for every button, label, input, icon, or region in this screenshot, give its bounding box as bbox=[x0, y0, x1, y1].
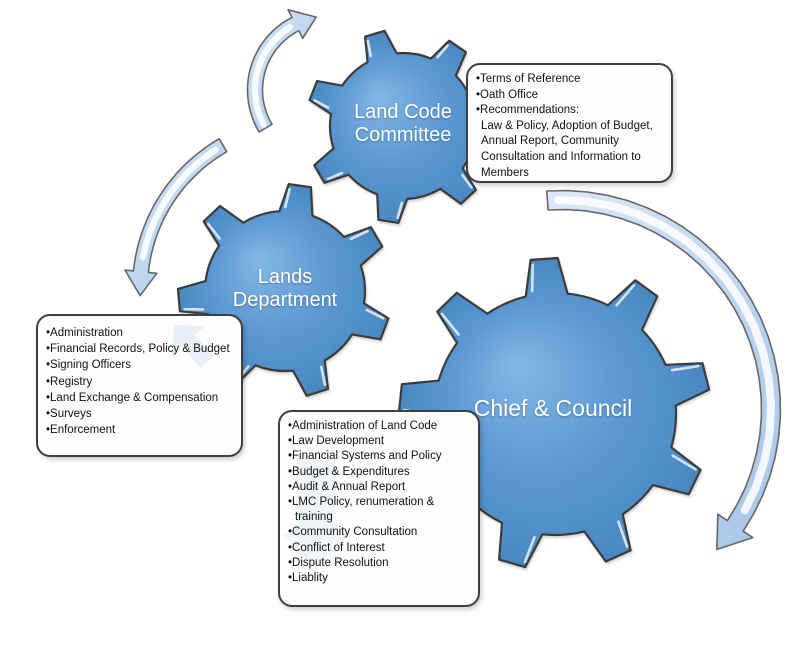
rotation-arrow-top-shape bbox=[246, 9, 317, 133]
gear-label-land-code-committee: Land Code Committee bbox=[354, 101, 452, 147]
callout-item: Oath Office bbox=[476, 88, 663, 104]
rotation-arrow-left bbox=[124, 137, 228, 297]
callout-item: Administration bbox=[46, 325, 233, 341]
callout-item: Recommendations: bbox=[476, 103, 663, 119]
callout-item: Liablity bbox=[288, 571, 470, 586]
callout-detail: Law & Policy, Adoption of Budget, Annual… bbox=[481, 119, 653, 179]
callout-item: Financial Systems and Policy bbox=[288, 449, 470, 464]
callout-item: Registry bbox=[46, 374, 233, 390]
rotation-arrow-left-shape bbox=[124, 137, 228, 297]
callout-item: Budget & Expenditures bbox=[288, 465, 470, 480]
rotation-arrow-top bbox=[246, 9, 317, 133]
callout-chief-council: Administration of Land Code Law Developm… bbox=[278, 410, 480, 607]
gear-land-code-committee bbox=[308, 29, 501, 224]
callout-item: LMC Policy, renumeration & training bbox=[288, 495, 470, 525]
callout-item: Terms of Reference bbox=[476, 72, 663, 88]
rotation-arrow-left-gloss bbox=[139, 146, 219, 261]
rotation-arrow-right bbox=[546, 189, 782, 551]
callout-item: Surveys bbox=[46, 406, 233, 422]
callout-item: Administration of Land Code bbox=[288, 419, 470, 434]
callout-item: Audit & Annual Report bbox=[288, 480, 470, 495]
callout-item: Community Consultation bbox=[288, 525, 470, 540]
gear-label-lands-department: Lands Department bbox=[232, 266, 338, 312]
gear-label-chief-council: Chief & Council bbox=[473, 395, 633, 421]
rotation-arrow-right-gloss bbox=[554, 196, 776, 515]
callout-item: Enforcement bbox=[46, 422, 233, 438]
callout-land-code-committee: Terms of Reference Oath Office Recommend… bbox=[466, 63, 673, 183]
callout-lands-department: Administration Financial Records, Policy… bbox=[36, 314, 243, 457]
rotation-arrow-top-gloss bbox=[251, 24, 293, 128]
callout-item: Financial Records, Policy & Budget bbox=[46, 341, 233, 357]
callout-item: Dispute Resolution bbox=[288, 556, 470, 571]
callout-item: Signing Officers bbox=[46, 357, 233, 373]
callout-item: Land Exchange & Compensation bbox=[46, 390, 233, 406]
gear-land-code-committee-shape bbox=[308, 29, 501, 224]
callout-item: Conflict of Interest bbox=[288, 541, 470, 556]
callout-item: Law Development bbox=[288, 434, 470, 449]
